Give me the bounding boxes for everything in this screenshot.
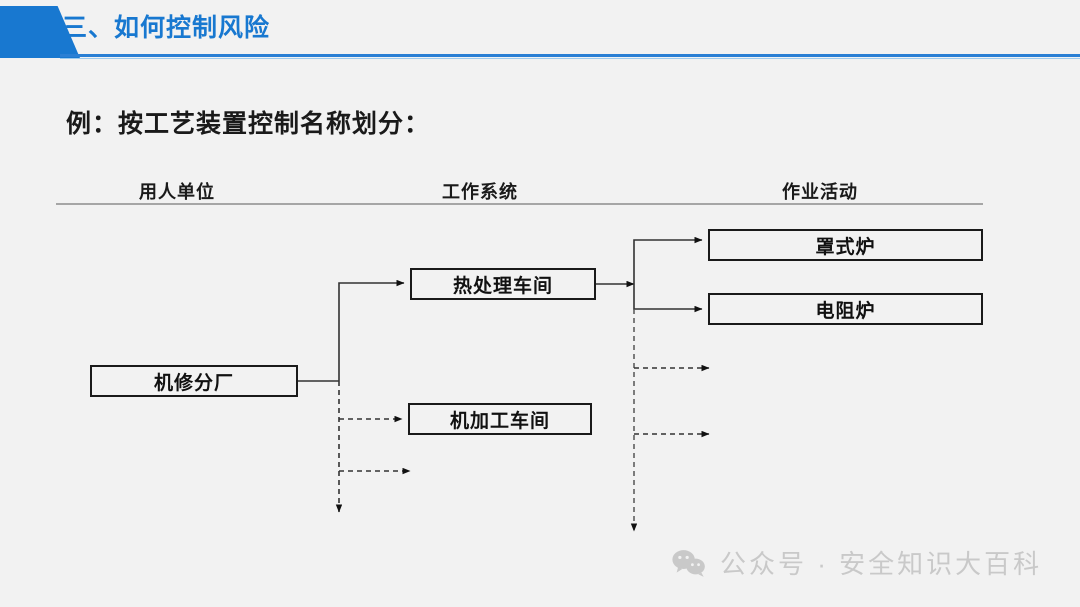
watermark-text: 公众号 · 安全知识大百科	[720, 549, 1043, 579]
node-dzl[interactable]: 电阻炉	[708, 293, 983, 325]
subtitle: 例：按工艺装置控制名称划分：	[66, 110, 431, 138]
node-rcl[interactable]: 热处理车间	[410, 268, 596, 300]
edge-rcl-to-zsl	[633, 236, 703, 284]
node-zsl[interactable]: 罩式炉	[708, 229, 983, 261]
watermark: 公众号 · 安全知识大百科	[672, 544, 1042, 581]
node-jxfc[interactable]: 机修分厂	[90, 365, 298, 397]
column-header-work-activity: 作业活动	[782, 182, 858, 202]
page-title: 三、如何控制风险	[62, 14, 271, 42]
column-header-work-system: 工作系统	[442, 182, 518, 202]
header-divider	[60, 54, 1080, 57]
edge-rcl-to-dzl	[633, 284, 703, 313]
column-header-employer: 用人单位	[139, 182, 215, 202]
node-jjg[interactable]: 机加工车间	[408, 403, 592, 435]
wechat-icon	[672, 549, 705, 577]
slide-header: 三、如何控制风险	[0, 0, 1080, 75]
column-header-divider	[56, 203, 983, 205]
edge-jxfc-to-rcl	[338, 279, 405, 381]
header-divider-thin	[60, 58, 1080, 59]
